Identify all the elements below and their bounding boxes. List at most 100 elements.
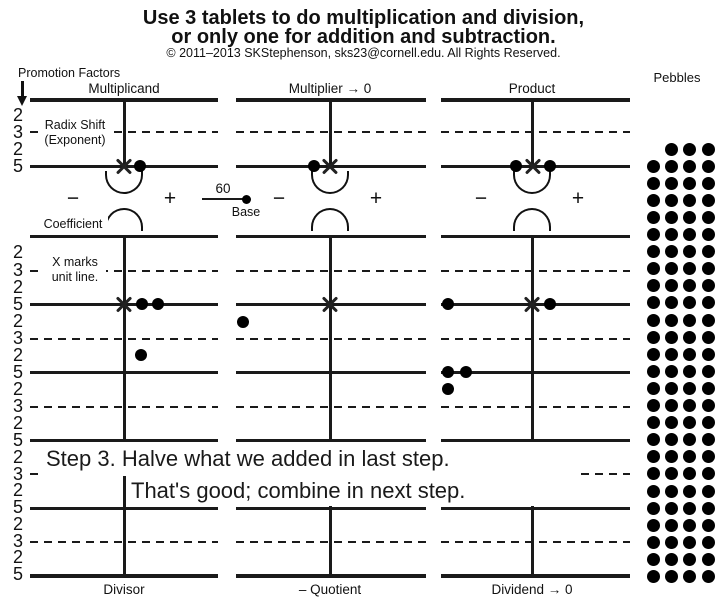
pebble	[646, 399, 660, 412]
tablet-centerline	[530, 100, 534, 167]
promotion-factor-label: 3	[12, 122, 23, 142]
pebble	[701, 279, 715, 293]
pebble	[683, 245, 697, 259]
promotion-factors-label: Promotion Factors	[18, 66, 121, 80]
pebble	[683, 518, 697, 532]
coefficient-label: Coefficient	[38, 217, 108, 232]
minus-sign: −	[66, 187, 80, 210]
x-marks-note: X marks unit line.	[44, 255, 106, 285]
pebble	[664, 433, 678, 447]
plus-sign: +	[163, 187, 177, 210]
pebbles-label: Pebbles	[653, 70, 701, 85]
pebble	[646, 262, 660, 276]
promotion-factor-label: 2	[12, 480, 23, 500]
title-line-1: Use 3 tablets to do multiplication and d…	[142, 7, 585, 29]
pebble	[701, 228, 715, 241]
promotion-arrow-head	[16, 96, 27, 106]
pebble	[683, 552, 697, 566]
counter-dot	[237, 316, 249, 328]
plus-sign: +	[571, 187, 585, 210]
counter-dot	[134, 160, 146, 172]
x-mark	[115, 295, 133, 313]
register-line-solid	[30, 98, 218, 102]
pebble	[701, 467, 715, 481]
pebble	[664, 347, 678, 361]
register-line-solid	[441, 98, 630, 102]
tablet-centerline	[328, 100, 332, 167]
pebble	[646, 296, 660, 310]
base-label: Base	[231, 205, 261, 219]
pebble	[701, 570, 715, 583]
pebble	[683, 193, 697, 207]
pebble	[646, 330, 660, 344]
pebble	[646, 535, 660, 549]
register-line-solid	[441, 574, 630, 578]
base-pointer-dot	[242, 195, 251, 204]
tablet-centerline	[122, 100, 126, 167]
register-line-solid	[441, 371, 630, 374]
pebble	[683, 142, 697, 156]
pebble	[701, 262, 715, 276]
pebble	[664, 296, 678, 310]
pebble	[701, 313, 715, 327]
pebble	[701, 142, 715, 156]
x-mark	[321, 295, 339, 313]
counter-dot	[135, 349, 147, 361]
radix-shift-line1: Radix Shift	[44, 118, 106, 132]
pebble	[664, 176, 678, 190]
x-mark	[321, 157, 339, 175]
counter-dot	[544, 160, 556, 172]
pebble	[664, 416, 678, 430]
pebble	[701, 245, 715, 259]
tablet-centerline	[328, 235, 332, 576]
pebble	[664, 279, 678, 293]
pebble	[646, 347, 660, 361]
pebble	[683, 330, 697, 344]
pebble	[646, 450, 660, 464]
pebble	[701, 399, 715, 412]
pebble	[683, 399, 697, 412]
step-note-line2: That's good; combine in next step.	[127, 476, 574, 506]
pebble	[683, 501, 697, 515]
pebble	[646, 501, 660, 515]
pebble	[646, 518, 660, 532]
promotion-factor-label: 5	[12, 362, 23, 382]
pebble	[683, 347, 697, 361]
pebble	[664, 501, 678, 515]
pebble	[664, 399, 678, 412]
pebble	[701, 210, 715, 224]
counter-dot	[442, 383, 454, 395]
column-footer-divisor: Divisor	[103, 582, 145, 597]
pebble	[683, 296, 697, 310]
promotion-factor-label: 2	[12, 514, 23, 534]
x-marks-note-line2: unit line.	[51, 270, 99, 284]
base-fraction-line	[202, 198, 245, 200]
intersection-arc	[105, 208, 143, 231]
pebble	[664, 313, 678, 327]
pebble	[664, 262, 678, 276]
pebble	[683, 467, 697, 481]
register-line-solid	[441, 439, 630, 442]
base-value: 60	[215, 181, 231, 196]
minus-sign: −	[474, 187, 488, 210]
x-mark	[115, 157, 133, 175]
promotion-factor-label: 2	[12, 139, 23, 159]
counter-dot	[308, 160, 320, 172]
promotion-factor-label: 2	[12, 413, 23, 433]
counter-dot	[136, 298, 148, 310]
promotion-factor-label: 2	[12, 547, 23, 567]
counter-dot	[460, 366, 472, 378]
pebble	[664, 245, 678, 259]
column-footer-dividend: Dividend → 0	[491, 582, 573, 597]
promotion-factor-label: 3	[12, 328, 23, 348]
pebble	[664, 142, 678, 156]
pebble	[701, 450, 715, 464]
column-footer-quotient: – Quotient	[298, 582, 362, 597]
register-line-solid	[441, 507, 630, 510]
register-line-dashed	[441, 406, 630, 408]
promotion-factor-label: 2	[12, 277, 23, 297]
pebble	[646, 228, 660, 241]
pebble	[683, 364, 697, 378]
promotion-factor-label: 5	[12, 430, 23, 450]
pebble	[701, 347, 715, 361]
